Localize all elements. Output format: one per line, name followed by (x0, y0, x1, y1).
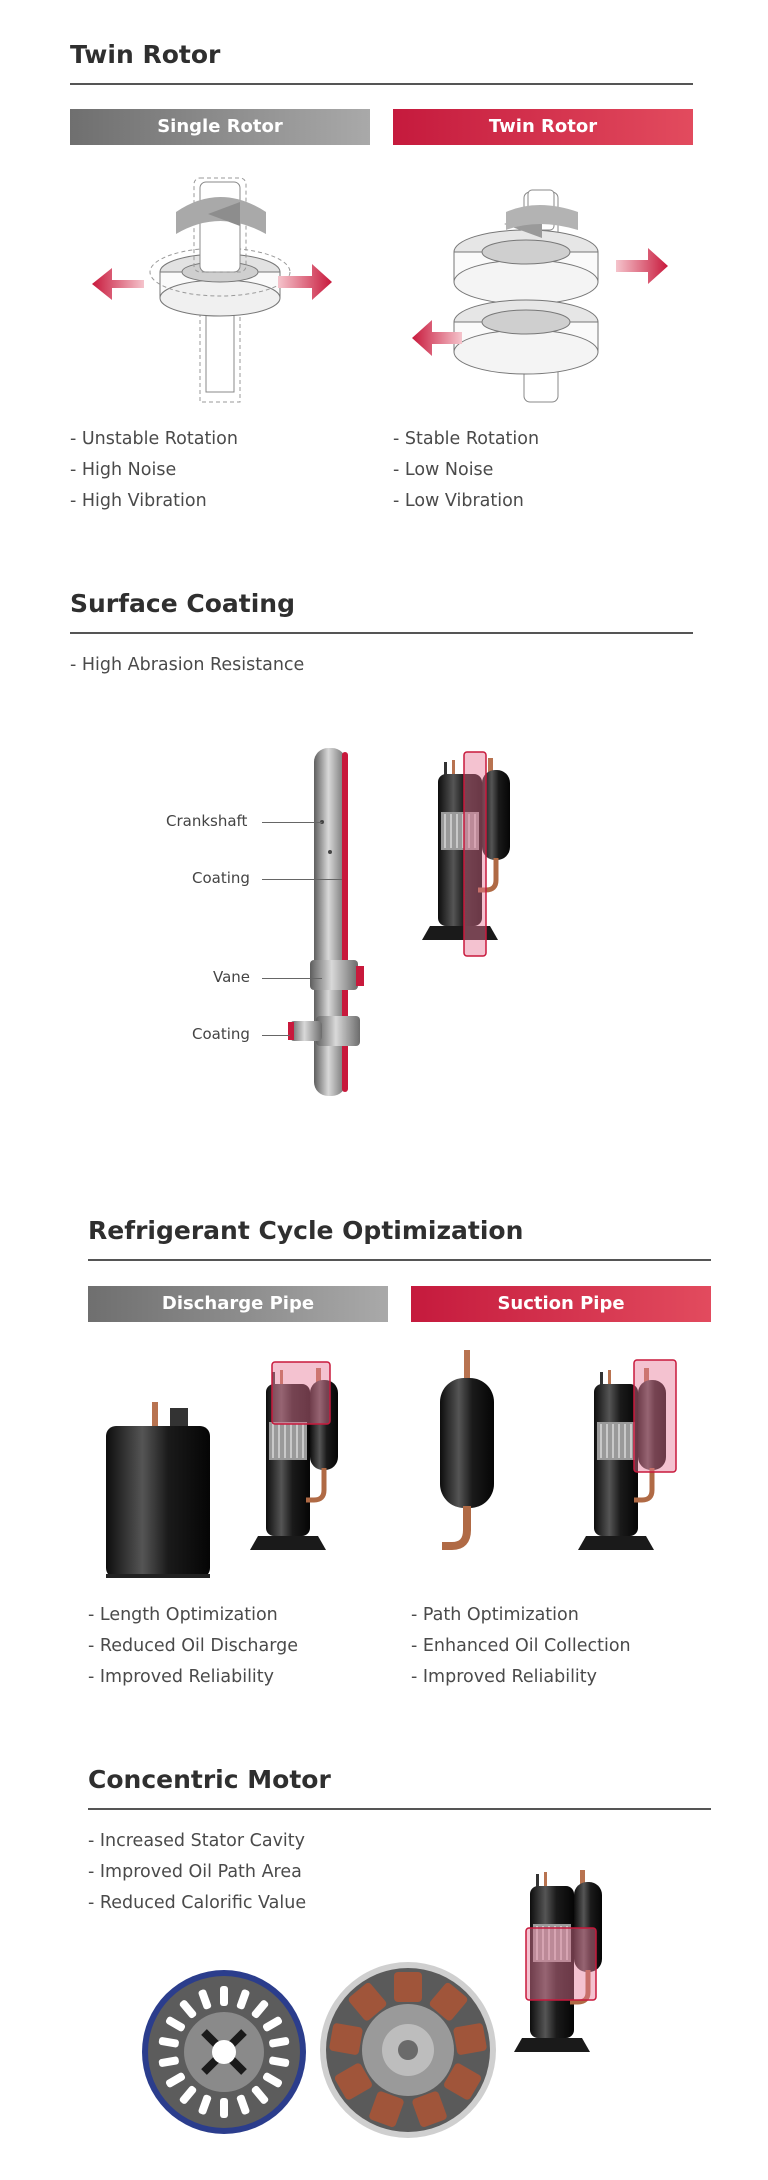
discharge-pipe-closeup (106, 1402, 210, 1578)
list-item: - Improved Reliability (411, 1667, 598, 1687)
list-item: - Improved Reliability (88, 1667, 275, 1687)
concentric-motor-points: - Increased Stator Cavity - Improved Oil… (88, 1826, 306, 1919)
list-item: - Reduced Calorific Value (88, 1893, 307, 1913)
single-rotor-points: - Unstable Rotation - High Noise - High … (70, 424, 238, 517)
compressor-coating-highlight (438, 751, 558, 957)
twin-rotor-illustration (412, 189, 668, 403)
list-item: - Enhanced Oil Collection (411, 1636, 631, 1656)
list-item: - Improved Oil Path Area (88, 1862, 302, 1882)
concentric-motor-title: Concentric Motor (88, 1765, 331, 1794)
single-rotor-illustration (92, 177, 332, 403)
compressor-suction-highlight (594, 1359, 677, 1570)
list-item: - Reduced Oil Discharge (88, 1636, 298, 1656)
list-item: - High Noise (70, 460, 177, 480)
label-crankshaft: Crankshaft (166, 812, 248, 830)
tab-twin-rotor[interactable]: Twin Rotor (393, 109, 693, 145)
label-coating-lower: Coating (192, 1025, 250, 1043)
section-divider (88, 1259, 711, 1261)
leader-line (262, 1035, 290, 1036)
list-item: - Low Vibration (393, 491, 524, 511)
surface-coating-points: - High Abrasion Resistance (70, 650, 304, 681)
compressor-motor-highlight (530, 1862, 650, 2072)
list-item: - High Vibration (70, 491, 207, 511)
section-divider (70, 632, 693, 634)
list-item: - Path Optimization (411, 1605, 579, 1625)
list-item: - Increased Stator Cavity (88, 1831, 306, 1851)
suction-pipe-closeup (440, 1350, 494, 1550)
tab-discharge-pipe[interactable]: Discharge Pipe (88, 1286, 388, 1322)
stator-illustration (142, 1970, 306, 2134)
twin-rotor-title: Twin Rotor (70, 40, 221, 69)
section-divider (88, 1808, 711, 1810)
suction-points: - Path Optimization - Enhanced Oil Colle… (411, 1600, 631, 1693)
refrigerant-title: Refrigerant Cycle Optimization (88, 1216, 524, 1245)
list-item: - Length Optimization (88, 1605, 278, 1625)
label-coating: Coating (192, 869, 250, 887)
list-item: - Low Noise (393, 460, 494, 480)
leader-line (262, 879, 342, 880)
crankshaft-illustration (288, 748, 364, 1096)
leader-line (262, 978, 322, 979)
section-divider (70, 83, 693, 85)
list-item: - High Abrasion Resistance (70, 655, 305, 675)
surface-coating-title: Surface Coating (70, 589, 295, 618)
tab-suction-pipe[interactable]: Suction Pipe (411, 1286, 711, 1322)
list-item: - Stable Rotation (393, 429, 540, 449)
tab-single-rotor[interactable]: Single Rotor (70, 109, 370, 145)
leader-line (262, 822, 322, 823)
label-vane: Vane (213, 968, 251, 986)
compressor-discharge-highlight (266, 1361, 376, 1570)
list-item: - Unstable Rotation (70, 429, 238, 449)
twin-rotor-points: - Stable Rotation - Low Noise - Low Vibr… (393, 424, 539, 517)
motor-winding-illustration (320, 1962, 496, 2138)
discharge-points: - Length Optimization - Reduced Oil Disc… (88, 1600, 298, 1693)
